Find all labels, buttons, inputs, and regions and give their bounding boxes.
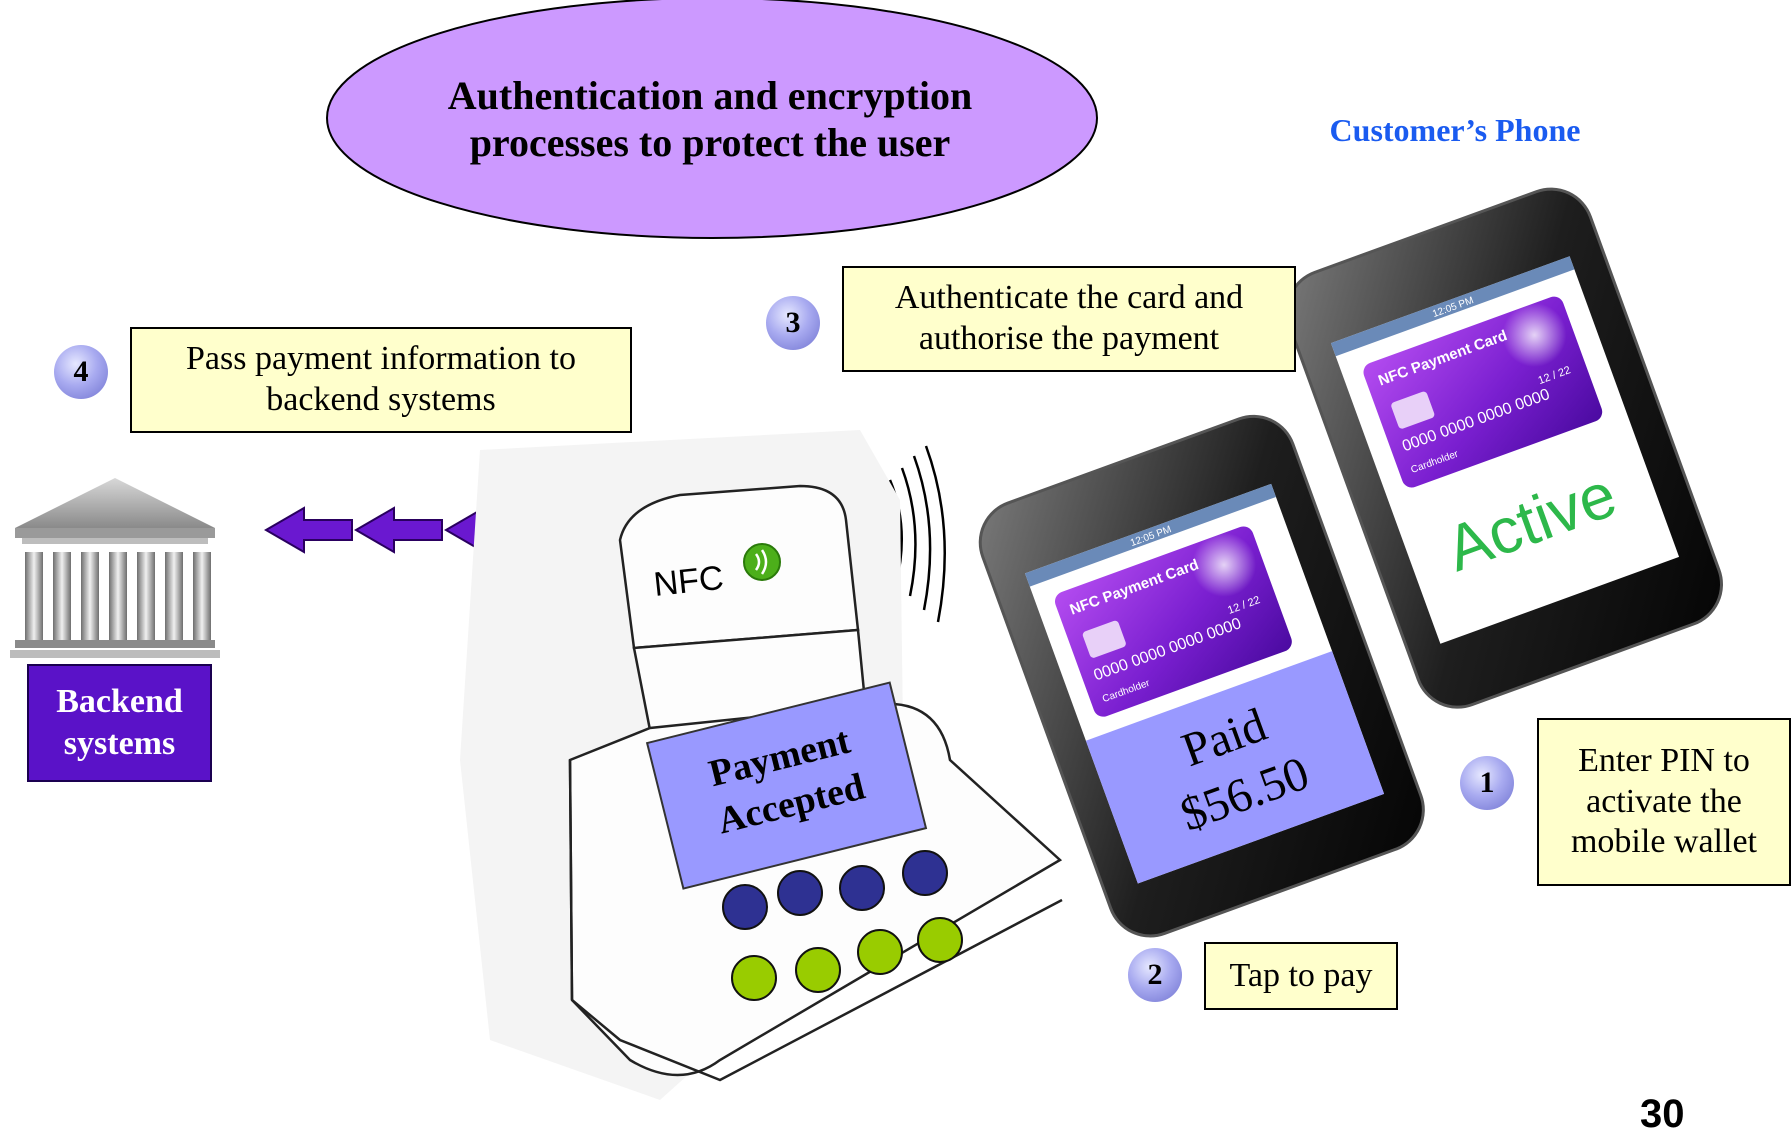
keypad-button — [722, 884, 768, 930]
keypad-button — [795, 947, 841, 993]
step-2-note: Tap to pay — [1204, 942, 1398, 1010]
left-arrow-icon — [264, 506, 353, 554]
nfc-contactless-icon — [743, 543, 781, 581]
page-number: 30 — [1640, 1092, 1685, 1136]
left-arrow-icon — [354, 506, 443, 554]
step-4-note: Pass payment information to backend syst… — [130, 327, 632, 433]
step-2-badge: 2 — [1128, 948, 1182, 1002]
terminal-keypad — [722, 850, 963, 1001]
backend-systems-box: Backend systems — [27, 664, 212, 782]
step-1-note: Enter PIN to activate the mobile wallet — [1537, 718, 1791, 886]
payment-card: NFC Payment Card 0000 0000 0000 0000 Car… — [1363, 296, 1603, 488]
phone-right: 12:05 PM NFC Payment Card 0000 0000 0000… — [1285, 187, 1723, 709]
step-4-badge: 4 — [54, 345, 108, 399]
phone-middle: 12:05 PM NFC Payment Card 0000 0000 0000… — [978, 414, 1425, 938]
keypad-button — [731, 955, 777, 1001]
customer-phone-label: Customer’s Phone — [1329, 112, 1581, 148]
terminal-screen: Payment Accepted — [645, 681, 928, 890]
step-3-note: Authenticate the card and authorise the … — [842, 266, 1296, 372]
nfc-plate: NFC — [652, 543, 781, 604]
keypad-button — [857, 929, 903, 975]
payment-card: NFC Payment Card 0000 0000 0000 0000 Car… — [1054, 526, 1292, 717]
bank-building-icon — [10, 478, 220, 658]
keypad-button — [902, 850, 948, 896]
step-1-badge: 1 — [1460, 756, 1514, 810]
nfc-label: NFC — [652, 559, 725, 604]
keypad-button — [839, 865, 885, 911]
security-ellipse-text: Authentication and encryption processes … — [447, 73, 973, 166]
step-3-badge: 3 — [766, 296, 820, 350]
keypad-button — [917, 917, 963, 963]
security-ellipse — [326, 0, 1098, 239]
keypad-button — [777, 870, 823, 916]
